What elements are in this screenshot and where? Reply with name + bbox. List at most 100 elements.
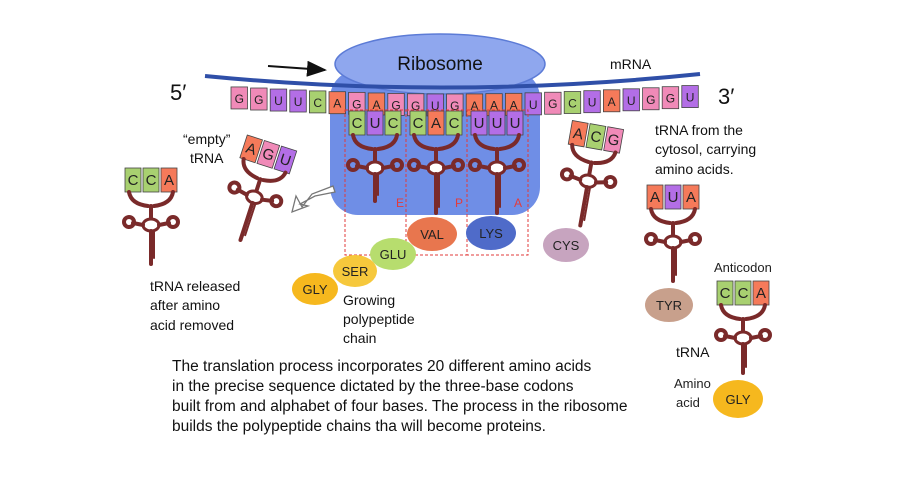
mrna-base-label: A (608, 95, 616, 109)
mrna-base-label: A (510, 98, 518, 112)
mrna-base-label: U (431, 99, 440, 113)
anticodon-base-label: C (388, 115, 399, 132)
mrna-base (269, 88, 288, 112)
mrna-backbone (204, 72, 701, 90)
mrna-base (661, 86, 680, 110)
anticodon-base-label: A (650, 189, 660, 206)
anticodon-base (603, 126, 625, 154)
amino-acids: VAL LYS CYS (407, 216, 589, 262)
paragraph-line1: The translation process incorporates 20 … (172, 358, 592, 375)
mrna-base (622, 88, 640, 112)
anticodon-base-label: C (449, 115, 460, 132)
mrna-base (563, 91, 582, 114)
chain-aa-gly (292, 273, 338, 305)
cytosol-trna-labels: tRNA from the cytosol, carrying amino ac… (655, 122, 756, 177)
trna-cloverleaf-icon (122, 190, 180, 266)
mrna-base-label: A (372, 98, 380, 112)
anticodon-base (716, 280, 734, 306)
amino-acid-tyr-label: TYR (656, 298, 682, 313)
anticodon-base-label: A (572, 125, 585, 143)
paragraph-line4: builds the polypeptide chains tha will b… (172, 418, 546, 435)
trna-cloverleaf-icon (559, 142, 618, 228)
legend-amino-label-line2: acid (676, 395, 700, 410)
mrna-base (544, 91, 562, 115)
mrna-base (603, 89, 621, 113)
mrna-base-label: C (313, 96, 322, 110)
anticodon-base-label: U (277, 151, 293, 171)
anticodon-base (160, 167, 178, 193)
direction-arrow (267, 60, 327, 77)
empty-trna-label-line2: tRNA (190, 150, 224, 166)
amino-acid-tyr (645, 288, 693, 322)
mrna-base (524, 92, 542, 116)
anticodon-base (488, 110, 506, 136)
mrna-label: mRNA (610, 56, 652, 72)
anticodon-base (470, 110, 488, 136)
anticodon-base-label: U (492, 115, 503, 132)
anticodon-base-label: C (146, 172, 157, 189)
legend-trna-label: tRNA (676, 344, 710, 360)
anticodon-base (142, 167, 160, 193)
anticodon-base-label: A (686, 189, 696, 206)
cytosol-label-line1: tRNA from the (655, 122, 743, 138)
mrna-base-label: G (450, 99, 459, 113)
anticodon-base (256, 140, 281, 169)
exit-arrow-icon (291, 185, 336, 214)
anticodon-base-label: C (128, 172, 139, 189)
anticodon-base-label: A (756, 285, 766, 302)
mrna-base (289, 89, 307, 113)
anticodon-base (646, 184, 664, 210)
mrna-base-label: G (254, 93, 263, 107)
anticodon-base-label: C (589, 128, 603, 147)
anticodon-base (445, 110, 463, 136)
anticodon-base-label: A (164, 172, 174, 189)
anticodon-base-label: C (413, 115, 424, 132)
mrna-base (583, 90, 601, 114)
mrna-base (328, 91, 346, 115)
chain-aa-glu (370, 238, 416, 270)
anticodon-base (664, 184, 682, 210)
paragraph-line3: built from and alphabet of four bases. T… (172, 398, 628, 415)
chain-aa-gly-label: GLY (302, 282, 327, 297)
mrna-base-label: C (568, 97, 577, 111)
anticodon-base (409, 110, 427, 136)
anticodon-base-label: C (352, 115, 363, 132)
anticodon-base-label: U (370, 115, 381, 132)
anticodon-base (506, 110, 524, 136)
three-prime-label: 3′ (718, 84, 734, 109)
mrna-base-label: G (235, 92, 244, 106)
anticodon-base-label: C (738, 285, 749, 302)
a-site-label: A (514, 196, 522, 210)
anticodon-base (348, 110, 366, 136)
mrna-base-label: G (548, 97, 557, 111)
mrna-base (642, 87, 660, 111)
mrna-base (230, 86, 248, 110)
mrna-base-label: U (274, 94, 283, 108)
anticodon-base-label: G (606, 131, 620, 150)
anticodon-base (567, 120, 589, 148)
anticodon-base-label: A (431, 115, 441, 132)
chain-label-line3: chain (343, 330, 376, 346)
mrna-base-label: U (294, 95, 303, 109)
chain-aa-ser (333, 255, 377, 287)
amino-acid-cys-label: CYS (553, 238, 580, 253)
cytosol-label-line3: amino acids. (655, 161, 734, 177)
trna-cloverleaf-icon (227, 157, 288, 243)
legend-anticodon-label: Anticodon (714, 260, 772, 275)
mrna-base-label: G (411, 99, 420, 113)
description-paragraph: The translation process incorporates 20 … (172, 358, 628, 435)
e-site-label: E (396, 196, 404, 210)
amino-acid-val (407, 217, 457, 251)
amino-acid-lys-label: LYS (479, 226, 503, 241)
legend-amino-acid-gly (713, 380, 763, 418)
mrna-base-label: G (646, 93, 655, 107)
